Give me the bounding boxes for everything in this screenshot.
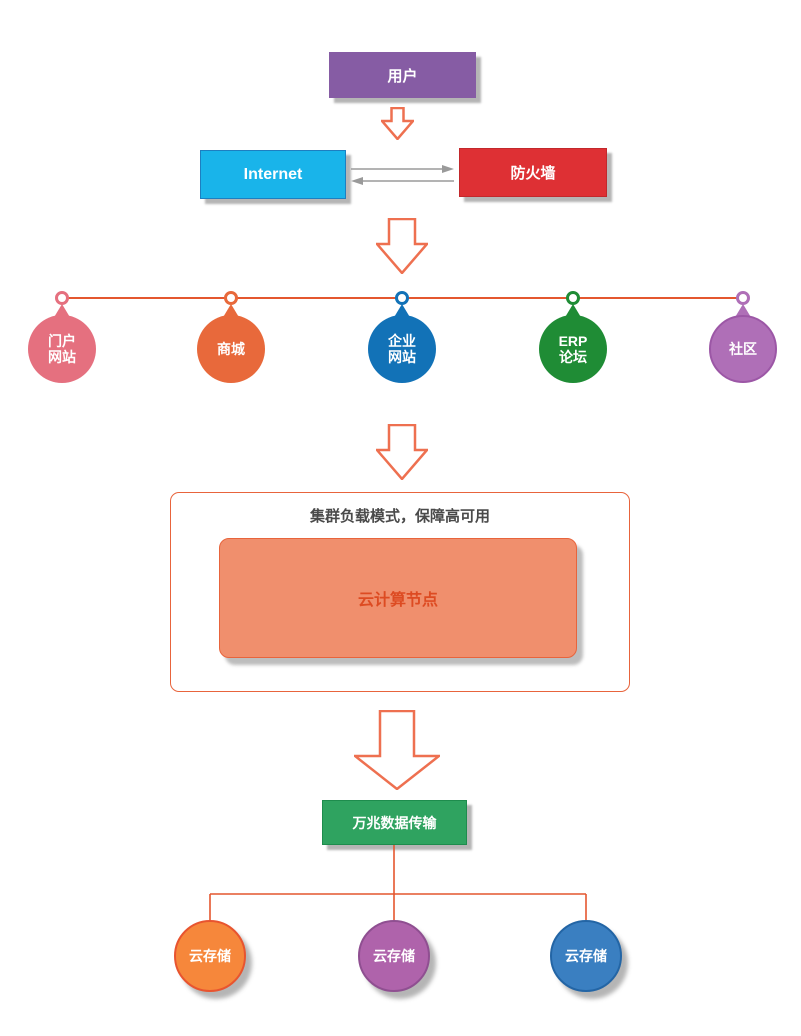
firewall-node-label: 防火墙 xyxy=(510,165,556,182)
service-bubble: 企业 网站 xyxy=(368,315,436,383)
service-bubble: 门户 网站 xyxy=(28,315,96,383)
bidirectional-arrows-icon xyxy=(351,165,454,185)
service-label: 社区 xyxy=(729,340,757,357)
down-arrow-icon xyxy=(376,218,428,274)
service-node-portal: 门户 网站 xyxy=(28,291,96,383)
service-label: ERP 论坛 xyxy=(558,332,588,365)
down-arrow-icon xyxy=(376,424,428,480)
cloud-storage-node: 云存储 xyxy=(358,920,430,992)
down-arrow-icon xyxy=(354,710,440,790)
cloud-storage-label: 云存储 xyxy=(373,948,415,964)
firewall-node: 防火墙 xyxy=(459,148,607,197)
service-bubble: 社区 xyxy=(709,315,777,383)
user-node: 用户 xyxy=(329,52,476,98)
service-node-mall: 商城 xyxy=(197,291,265,383)
internet-node-label: Internet xyxy=(243,165,303,183)
service-label: 商城 xyxy=(217,340,245,357)
service-bubble: 商城 xyxy=(197,315,265,383)
data-transfer-node: 万兆数据传输 xyxy=(322,800,467,845)
internet-node: Internet xyxy=(200,150,346,199)
connector-tree xyxy=(209,845,587,923)
cloud-storage-node: 云存储 xyxy=(174,920,246,992)
user-node-label: 用户 xyxy=(387,67,418,85)
cluster-container: 集群负载模式，保障高可用 云计算节点 xyxy=(170,492,630,692)
cloud-storage-label: 云存储 xyxy=(189,948,231,964)
cluster-title: 集群负载模式，保障高可用 xyxy=(309,508,490,525)
service-node-community: 社区 xyxy=(709,291,777,383)
cloud-storage-label: 云存储 xyxy=(565,948,607,964)
service-node-enterprise-site: 企业 网站 xyxy=(368,291,436,383)
timeline-marker-icon xyxy=(736,291,750,305)
cloud-compute-node: 云计算节点 xyxy=(219,538,577,658)
down-arrow-icon xyxy=(381,107,414,140)
timeline-marker-icon xyxy=(224,291,238,305)
service-label: 门户 网站 xyxy=(48,332,76,365)
timeline-marker-icon xyxy=(566,291,580,305)
service-label: 企业 网站 xyxy=(388,332,416,365)
service-node-erp-forum: ERP 论坛 xyxy=(539,291,607,383)
timeline-marker-icon xyxy=(55,291,69,305)
cloud-storage-node: 云存储 xyxy=(550,920,622,992)
cloud-compute-node-label: 云计算节点 xyxy=(357,592,438,609)
data-transfer-node-label: 万兆数据传输 xyxy=(352,814,437,831)
timeline-marker-icon xyxy=(395,291,409,305)
service-bubble: ERP 论坛 xyxy=(539,315,607,383)
